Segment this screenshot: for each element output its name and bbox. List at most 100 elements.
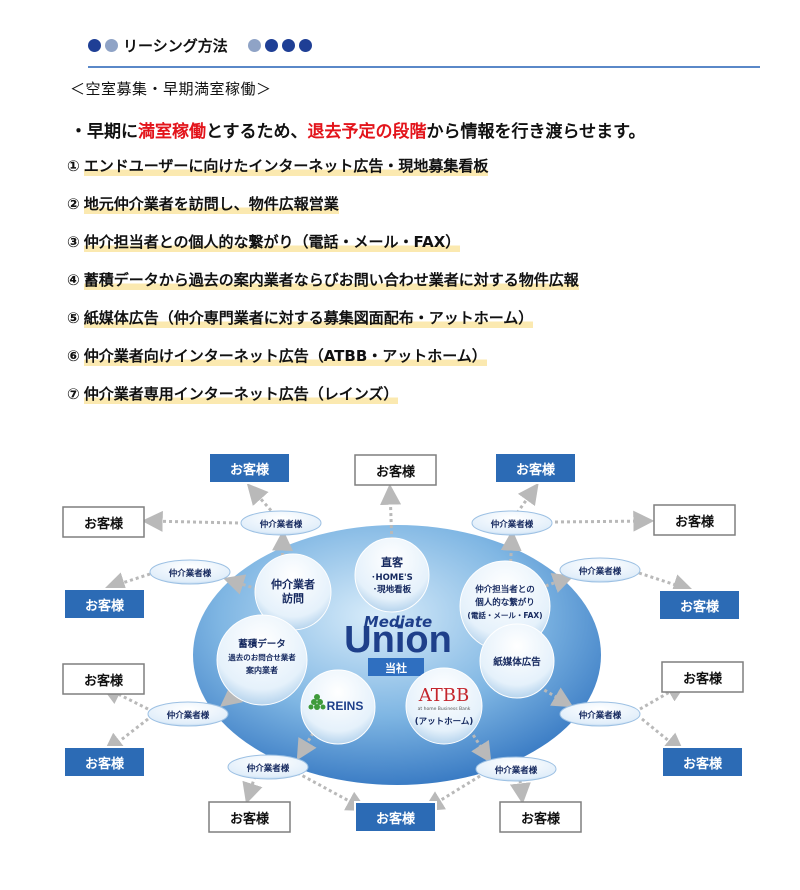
agent-label: 仲介業者様 [167,710,210,721]
agent-label: 仲介業者様 [495,765,538,776]
customer-label: お客様 [675,514,715,530]
channel-data: 蓄積データ 過去のお問合せ業者 案内業者 [216,614,308,706]
customer-box: お客様 [208,452,291,484]
arrow [554,510,655,532]
logo-main-text: Union [344,619,452,661]
channel-label: 直客 [381,555,404,569]
agent-label: 仲介業者様 [260,519,303,530]
company-tag: 当社 [385,661,407,675]
referral-arrows [100,482,694,812]
agent-label: 仲介業者様 [169,568,212,579]
customer-box: お客様 [63,588,146,620]
customer-box: お客様 [494,452,577,484]
customer-box: お客様 [658,589,741,621]
arrow [141,510,239,532]
customer-label: お客様 [521,811,561,827]
method-text: 蓄積データから過去の案内業者ならびお問い合わせ業者に対する物件広報 [83,269,579,292]
arrow [515,482,539,514]
customer-box: お客様 [499,801,582,833]
atbb-logo-subtext: at home Business Bank [418,706,471,712]
arrow [100,685,149,711]
method-text: 紙媒体広告（仲介専門業者に対する募集図面配布・アットホーム） [83,307,534,330]
arrow [296,727,318,761]
channel-label: 蓄積データ [238,638,286,650]
method-number: ⑦ [67,385,80,403]
lead-text: ・早期に [70,122,138,142]
agent-node: 仲介業者様 [471,510,553,536]
channel-label: ･現地看板 [373,584,412,595]
agent-label: 仲介業者様 [247,763,290,774]
section-title: リーシング方法 [123,37,228,55]
channel-reins: REINS [300,669,376,745]
customer-label: お客様 [84,673,124,689]
agent-label: 仲介業者様 [579,566,622,577]
reins-leaf-icon [308,694,326,710]
company-tag-plate [368,658,424,676]
method-number: ① [67,157,80,175]
customer-label: お客様 [230,811,270,827]
channel-label: (アットホーム) [415,717,474,727]
customer-label: お客様 [85,756,125,772]
section-subtitle: ＜空室募集・早期満室稼働＞ [70,80,272,98]
method-text: 地元仲介業者を訪問し、物件広報営業 [83,193,339,216]
channel-label: 訪問 [282,591,304,605]
method-number: ② [67,195,80,213]
customer-box: お客様 [62,506,145,538]
bullet-dot-icon [105,39,118,52]
channel-label: 案内業者 [245,665,278,675]
arrow [246,483,277,516]
arrow [272,529,294,569]
customer-box: お客様 [63,746,146,778]
customer-box: お客様 [653,504,736,536]
agent-node: 仲介業者様 [240,510,322,536]
bullet-dot-icon [88,39,101,52]
arrow [242,775,263,805]
arrow [291,768,368,812]
customer-label: お客様 [376,464,416,480]
bullet-dot-icon [265,39,278,52]
customer-label: お客様 [84,516,124,532]
lead-text: とするため、 [206,122,308,142]
agent-node: 仲介業者様 [147,701,229,727]
customer-box: お客様 [661,661,744,693]
arrow [103,717,149,754]
method-text: 仲介担当者との個人的な繋がり（電話・メール・FAX） [83,231,461,254]
arrow [641,717,685,754]
arrow [639,681,688,711]
channel-label: 仲介担当者との [475,584,534,595]
method-number: ④ [67,271,80,289]
customer-label: お客様 [376,811,416,827]
bullet-dot-icon [282,39,295,52]
agent-label: 仲介業者様 [491,519,534,530]
atbb-logo-text: ATBB [418,685,469,706]
channel-paper: 紙媒体広告 [479,623,555,699]
customer-label: お客様 [683,671,723,687]
logo-small-text: Mediate [364,613,432,631]
bullet-dot-icon [248,39,261,52]
customer-box: お客様 [354,801,437,833]
channel-label: 紙媒体広告 [493,656,541,668]
customer-box: お客様 [661,746,744,778]
bullet-dot-icon [299,39,312,52]
arrow [539,573,574,593]
customer-label: お客様 [230,462,270,478]
lead-statement: ・早期に満室稼働とするため、退去予定の段階から情報を行き渡らせます。 [70,117,645,142]
leasing-network-diagram: Mediate Union 当社 直客 ･HOME'S ･現地看板 仲介業者 訪… [62,452,744,833]
customer-label: お客様 [680,599,720,615]
method-text: 仲介業者専用インターネット広告（レインズ） [83,383,399,406]
agent-node: 仲介業者様 [559,701,641,727]
channel-label: ･HOME'S [371,573,413,583]
agent-node: 仲介業者様 [149,559,231,585]
method-number: ③ [67,233,80,251]
channel-label: (電話・メール・FAX) [467,610,542,620]
agent-node: 仲介業者様 [559,557,641,583]
customer-box: お客様 [208,801,291,833]
arrow [638,571,694,595]
customer-label: お客様 [683,756,723,772]
customer-box: お客様 [354,454,437,486]
method-text: 仲介業者向けインターネット広告（ATBB・アットホーム） [83,345,487,368]
arrow [104,572,151,593]
